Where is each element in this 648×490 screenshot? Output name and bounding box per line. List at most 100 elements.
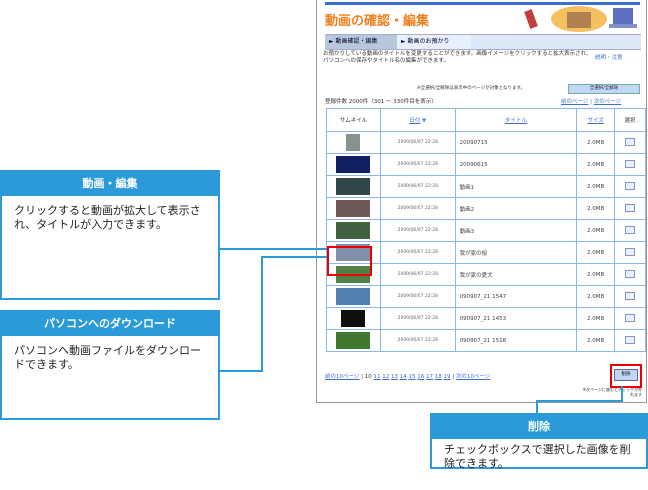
- page-link[interactable]: 12: [382, 374, 390, 380]
- col-date[interactable]: 日付 ▼: [379, 108, 456, 132]
- video-thumbnail[interactable]: [336, 244, 371, 261]
- date-cell: 2009/06/07 22:28: [379, 175, 456, 198]
- video-thumbnail[interactable]: [336, 200, 371, 217]
- sort-size-link[interactable]: サイズ: [587, 118, 604, 124]
- page-link[interactable]: 14: [399, 374, 407, 380]
- video-thumbnail[interactable]: [336, 288, 371, 305]
- callout-download: パソコンへのダウンロード パソコンへ動画ファイルをダウンロードできます。: [0, 310, 220, 420]
- video-thumbnail[interactable]: [336, 156, 371, 173]
- date-cell: 2009/06/07 22:28: [379, 329, 456, 352]
- date-cell: 2009/06/07 22:28: [379, 285, 456, 308]
- video-thumbnail[interactable]: [336, 178, 371, 195]
- size-cell: 2.0MB: [576, 153, 616, 176]
- select-checkbox[interactable]: [625, 313, 636, 322]
- select-cell: [614, 197, 646, 220]
- select-checkbox[interactable]: [625, 225, 636, 234]
- date-cell: 2009/06/07 22:28: [379, 219, 456, 242]
- sort-title-link[interactable]: タイトル: [504, 118, 527, 124]
- thumb-cell: [326, 285, 381, 308]
- select-cell: [614, 219, 646, 242]
- page-link[interactable]: 18: [434, 374, 442, 380]
- next-10-link[interactable]: 次の10ページ: [455, 374, 491, 380]
- tab-bar: ► 動画確認・編集 ► 動画のお預かり: [325, 34, 641, 50]
- select-checkbox[interactable]: [625, 137, 636, 146]
- select-cell: [614, 175, 646, 198]
- select-cell: [614, 307, 646, 330]
- delete-button[interactable]: 削除: [614, 369, 638, 381]
- size-cell: 2.0MB: [576, 219, 616, 242]
- select-cell: [614, 131, 646, 154]
- callout-title: 動画・編集: [2, 172, 218, 196]
- description: お預かりしている動画のタイトルを変更することができます。画像イメージをクリックす…: [323, 51, 592, 64]
- video-thumbnail[interactable]: [336, 332, 371, 349]
- table-row: 2009/06/07 22:28 動画3 2.0MB: [326, 219, 646, 242]
- date-cell: 2009/06/07 22:28: [379, 131, 456, 154]
- col-size[interactable]: サイズ: [576, 108, 616, 132]
- size-cell: 2.0MB: [576, 307, 616, 330]
- table-row: 2009/06/07 22:28 090907_21 1518 2.0MB: [326, 329, 646, 352]
- thumb-cell: [326, 219, 381, 242]
- prev-10-link[interactable]: 前の10ページ: [325, 374, 360, 380]
- date-cell: 2009/06/07 22:28: [379, 197, 456, 220]
- title-cell: 我が家の桜: [454, 241, 578, 264]
- title-cell: 090907_21 1518: [454, 329, 578, 352]
- table-row: 2009/06/07 22:28 090907_21 1453 2.0MB: [326, 307, 646, 330]
- tab-video-storage[interactable]: ► 動画のお預かり: [397, 35, 471, 49]
- pager: 前の10ページ | 10 11 12 13 14 15 16 17 18 19 …: [325, 374, 491, 380]
- connector: [536, 400, 622, 402]
- page-link[interactable]: 13: [391, 374, 398, 380]
- col-thumb: サムネイル: [326, 108, 381, 132]
- connector: [621, 386, 623, 402]
- sort-date-link[interactable]: 日付: [409, 118, 421, 124]
- select-cell: [614, 263, 646, 286]
- title-cell: 090907_21 1547: [454, 285, 578, 308]
- page-link[interactable]: 19: [443, 374, 451, 380]
- table-row: 2009/06/07 22:28 090907_21 1547 2.0MB: [326, 285, 646, 308]
- select-checkbox[interactable]: [625, 203, 636, 212]
- connector: [261, 256, 263, 372]
- next-page-link[interactable]: 次のページ: [593, 99, 622, 105]
- prev-page-link[interactable]: 前のページ: [561, 99, 589, 105]
- banner-illustration: [524, 6, 637, 32]
- select-checkbox[interactable]: [625, 247, 636, 256]
- date-cell: 2009/06/07 22:28: [379, 307, 456, 330]
- title-cell: 090907_21 1453: [454, 307, 578, 330]
- connector: [218, 370, 263, 372]
- tab-video-edit[interactable]: ► 動画確認・編集: [325, 35, 399, 49]
- video-thumbnail[interactable]: [336, 222, 371, 239]
- col-select: 選択: [614, 108, 646, 132]
- select-checkbox[interactable]: [625, 181, 636, 190]
- table-row: 2009/06/07 22:28 20090615 2.0MB: [326, 153, 646, 176]
- page-link[interactable]: 17: [426, 374, 433, 380]
- connector: [536, 400, 538, 414]
- date-cell: 2009/06/07 22:28: [379, 153, 456, 176]
- select-cell: [614, 285, 646, 308]
- title-cell: 20090715: [454, 131, 578, 154]
- date-cell: 2009/06/07 22:28: [379, 263, 456, 286]
- video-thumbnail[interactable]: [341, 310, 366, 327]
- col-title[interactable]: タイトル: [454, 108, 578, 132]
- page-title: 動画の確認・編集: [325, 14, 430, 29]
- select-cell: [614, 241, 646, 264]
- video-table: サムネイル 日付 ▼ タイトル サイズ 選択 2009/06/07 22:28 …: [326, 108, 646, 352]
- current-page: 10: [364, 374, 372, 380]
- select-all-button[interactable]: 全選択/全解除: [568, 84, 640, 94]
- page-link[interactable]: 15: [408, 374, 416, 380]
- page-link[interactable]: 11: [373, 374, 381, 380]
- record-count: 登録件数 2000件（301 ～ 330件目を表示）: [325, 99, 437, 105]
- callout-title: パソコンへのダウンロード: [2, 312, 218, 336]
- page-link[interactable]: 16: [417, 374, 425, 380]
- thumb-cell: [326, 175, 381, 198]
- video-thumbnail[interactable]: [346, 134, 361, 151]
- help-link[interactable]: 説明・注意: [595, 55, 623, 61]
- connector: [261, 256, 327, 258]
- title-cell: 動画1: [454, 175, 578, 198]
- thumb-cell: [326, 153, 381, 176]
- select-checkbox[interactable]: [625, 335, 636, 344]
- table-row: 2009/06/07 22:28 我が家の桜 2.0MB: [326, 241, 646, 264]
- top-rule: [325, 2, 640, 5]
- select-checkbox[interactable]: [625, 159, 636, 168]
- size-cell: 2.0MB: [576, 263, 616, 286]
- select-checkbox[interactable]: [625, 291, 636, 300]
- select-checkbox[interactable]: [625, 269, 636, 278]
